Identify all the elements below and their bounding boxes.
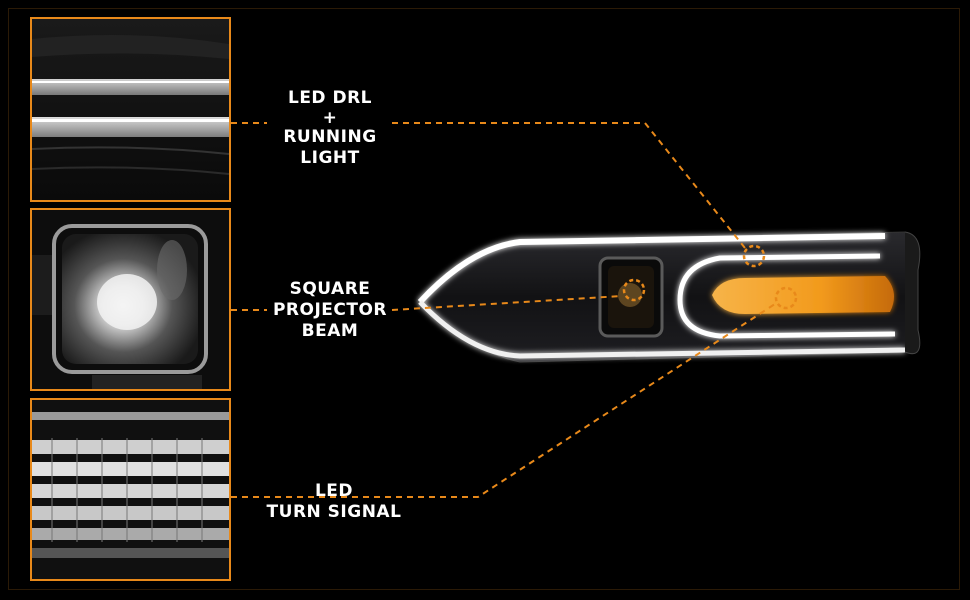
drl-feature-label: LED DRL + RUNNING LIGHT xyxy=(268,88,392,169)
projector-label-line-3: BEAM xyxy=(301,321,359,341)
drl-label-line-2: + xyxy=(322,108,338,128)
projector-label-line-1: SQUARE xyxy=(289,279,371,299)
projector-leader-line-2 xyxy=(391,295,623,311)
drl-label-line-3: RUNNING xyxy=(283,127,377,147)
drl-leader-line-2 xyxy=(392,122,746,249)
turn-callout-marker-icon xyxy=(774,286,798,310)
turn-label-line-1: LED xyxy=(314,481,354,501)
turn-leader-line xyxy=(231,301,779,498)
projector-closeup-photo xyxy=(30,208,231,391)
projector-label-line-2: PROJECTOR xyxy=(272,300,388,320)
turn-label-line-2: TURN SIGNAL xyxy=(266,502,402,522)
turn-signal-feature-label: LED TURN SIGNAL xyxy=(262,481,406,523)
projector-feature-label: SQUARE PROJECTOR BEAM xyxy=(266,279,394,342)
drl-closeup-photo xyxy=(30,17,231,202)
turn-signal-closeup-photo xyxy=(30,398,231,581)
drl-callout-marker-icon xyxy=(742,244,766,268)
projector-callout-marker-icon xyxy=(622,278,646,302)
drl-label-line-4: LIGHT xyxy=(300,148,360,168)
outer-frame xyxy=(8,8,960,590)
drl-label-line-1: LED DRL xyxy=(287,88,372,108)
